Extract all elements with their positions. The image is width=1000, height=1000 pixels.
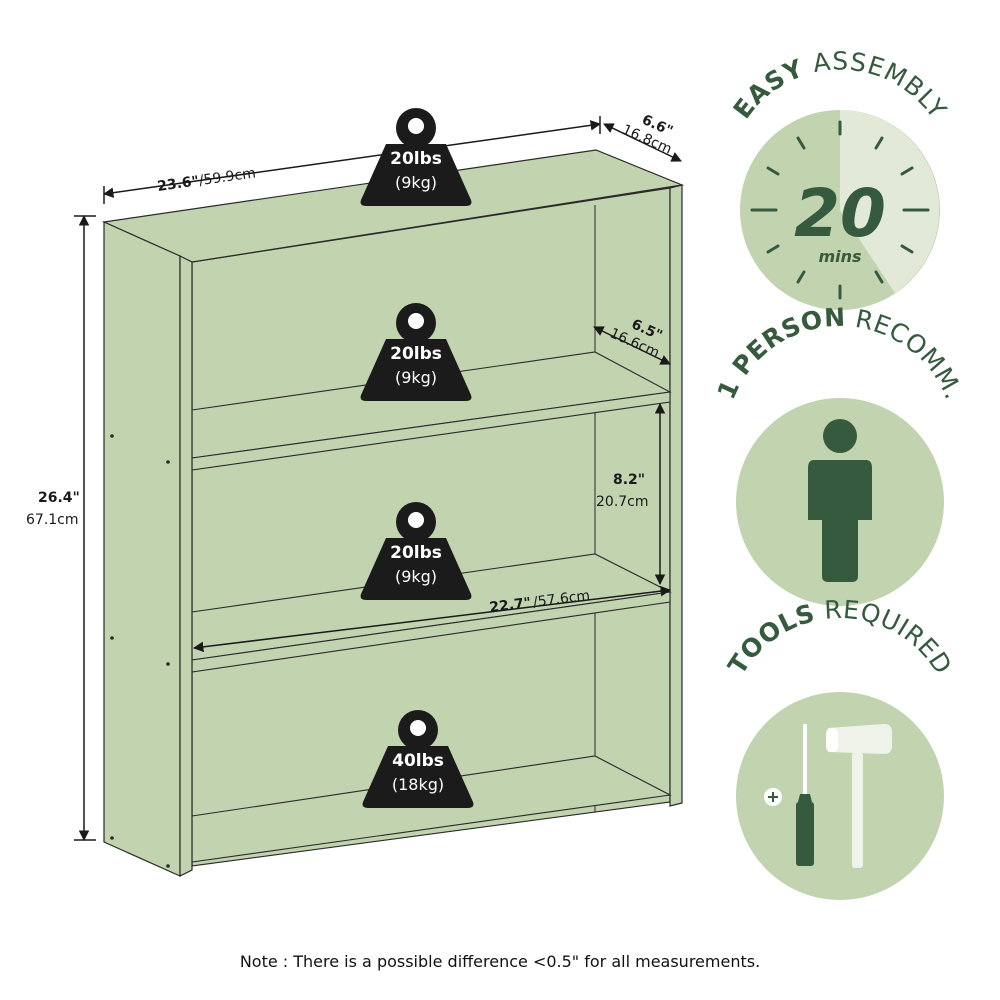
width-in-label: 23.6" [156,173,200,195]
weight-badge-shelf-1: 20lbs (9kg) [360,303,472,401]
svg-text:(9kg): (9kg) [395,173,437,192]
tools-heading-rest: REQUIRED [812,595,957,680]
measurement-note: Note : There is a possible difference <0… [239,952,761,971]
shelf-height-in-label: 8.2" [613,472,645,488]
person-heading-bold: 1 PERSON [712,303,847,404]
svg-text:(9kg): (9kg) [395,567,437,586]
tools-heading-bold: TOOLS [722,598,818,679]
weight-badge-bottom: 40lbs (18kg) [362,710,474,808]
svg-text:40lbs: 40lbs [392,751,444,771]
svg-text:1 PERSON RECOMM.: 1 PERSON RECOMM. [712,303,969,404]
screwdriver-icon [796,724,814,866]
feature-easy-assembly: EASY ASSEMBLY 20 mins [727,47,952,310]
assembly-minutes: 20 [794,175,886,252]
weight-badge-top: 20lbs (9kg) [360,108,472,206]
feature-one-person: 1 PERSON RECOMM. [712,303,969,606]
right-side-panel [669,184,683,807]
assembly-unit: mins [818,247,861,266]
feature-tools-required: TOOLS REQUIRED [722,595,958,900]
person-icon [808,419,872,582]
assembly-heading-bold: EASY [727,53,807,124]
shelf-height-cm-label: 20.7cm [596,494,649,510]
inner-width-cm-label: /57.6cm [532,588,591,611]
svg-text:TOOLS REQUIRED: TOOLS REQUIRED [722,595,958,680]
svg-text:(9kg): (9kg) [395,368,437,387]
person-heading-rest: RECOMM. [845,303,968,403]
width-cm-label: /59.9cm [198,165,257,189]
left-side-panel [103,221,181,877]
inner-width-in-label: 22.7" [489,595,532,616]
height-cm-label: 67.1cm [26,512,79,528]
weight-badge-shelf-2: 20lbs (9kg) [360,502,472,600]
svg-text:20lbs: 20lbs [390,344,442,364]
tools-icon [764,724,892,868]
dimension-lines [74,116,682,842]
svg-text:20lbs: 20lbs [390,149,442,169]
svg-text:20lbs: 20lbs [390,543,442,563]
mallet-icon [826,724,892,868]
height-in-label: 26.4" [38,490,80,506]
svg-text:(18kg): (18kg) [392,775,444,794]
